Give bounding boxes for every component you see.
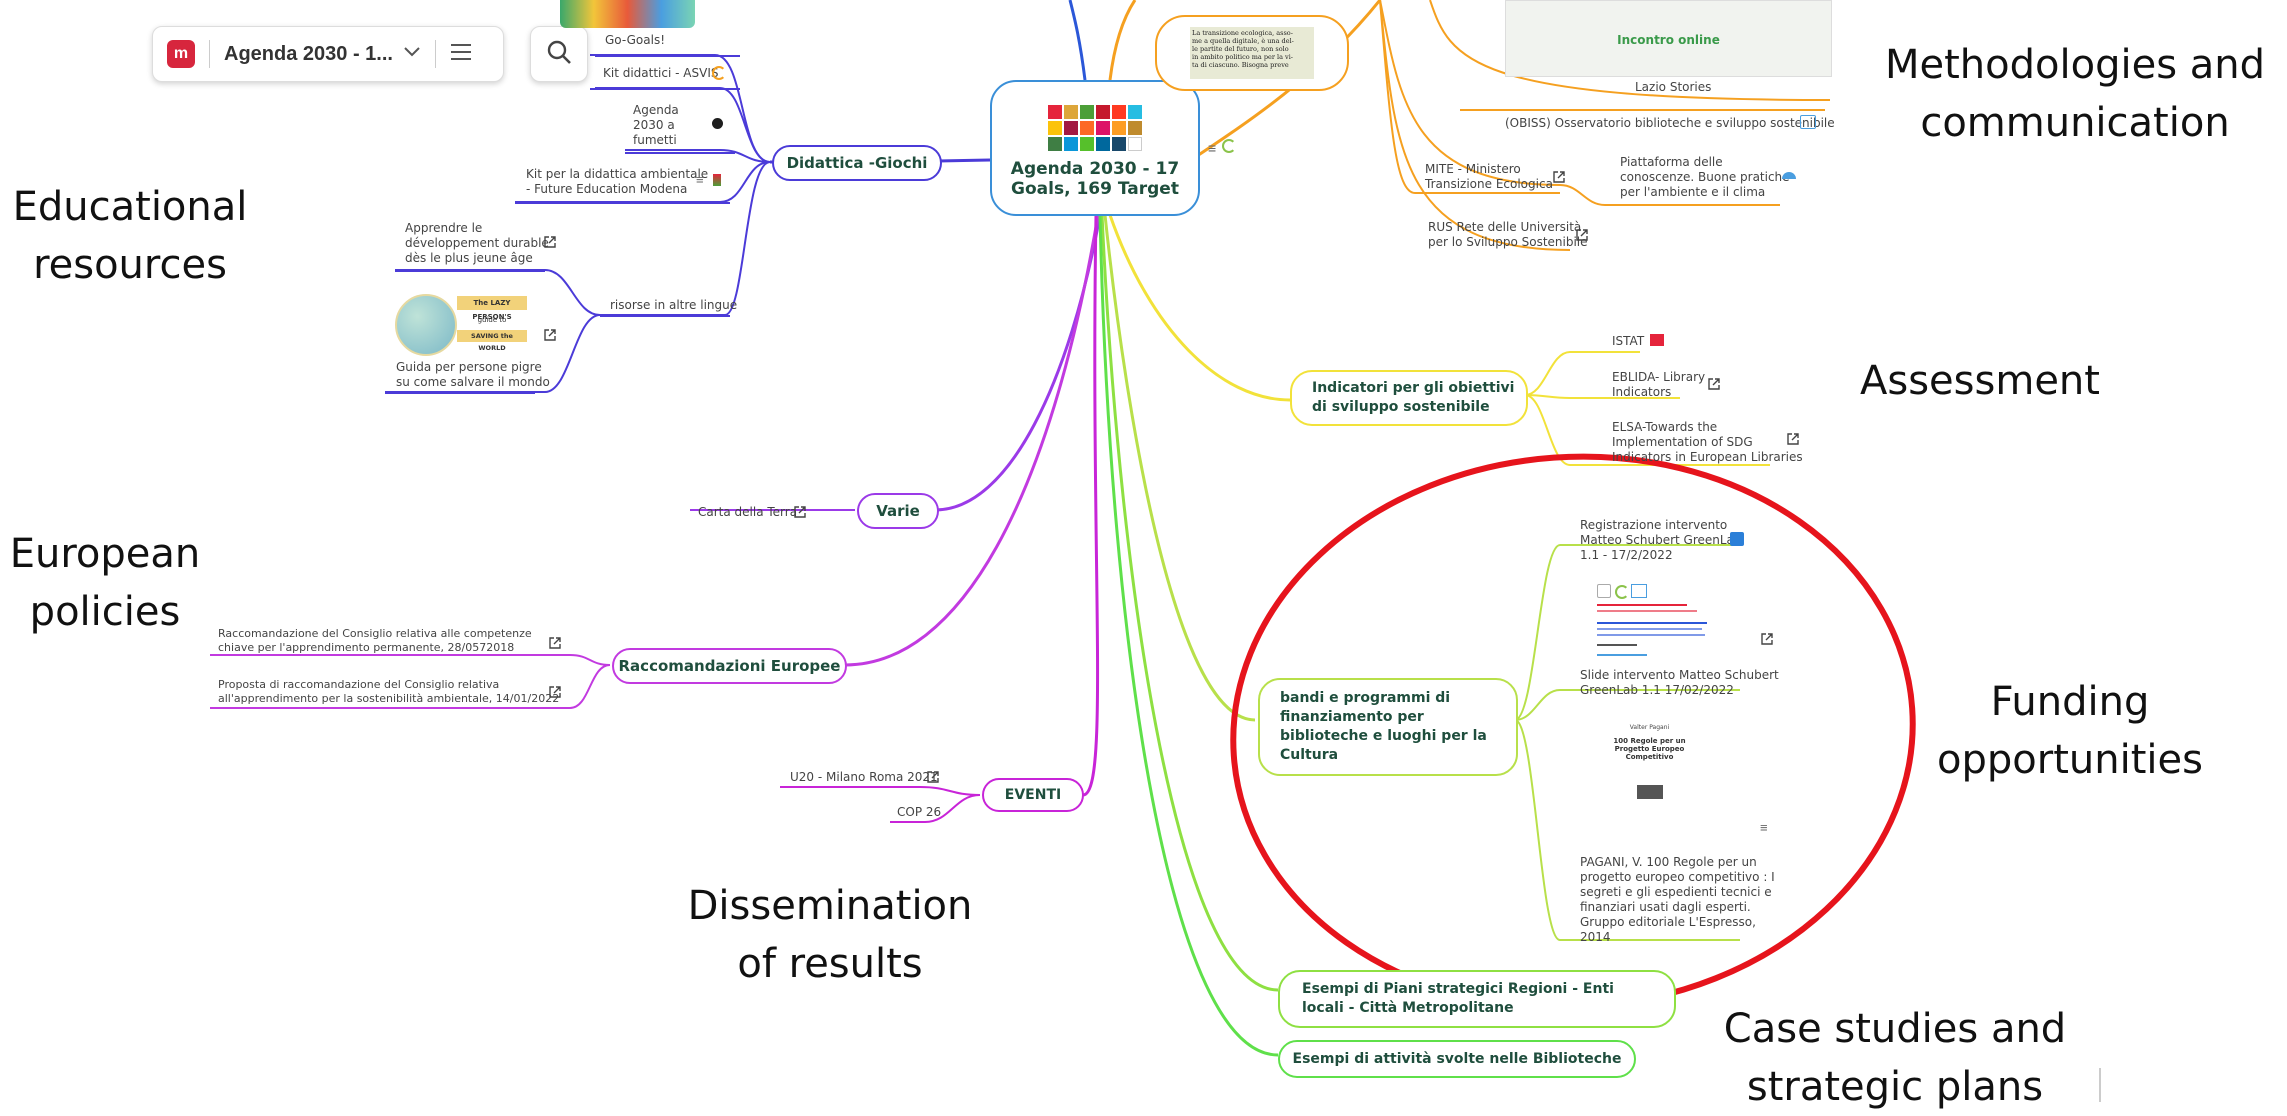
video-platform-icon: [1730, 532, 1744, 546]
external-link-icon[interactable]: [926, 770, 940, 784]
toolbar-divider: [209, 40, 210, 68]
globe-illustration: [395, 294, 457, 356]
leaf-underline: [595, 55, 740, 57]
map-toolbar: m Agenda 2030 - 1...: [152, 26, 504, 82]
external-link-icon[interactable]: [543, 328, 557, 342]
globe-icon: [712, 118, 723, 129]
topic-esempi-piani-strategici[interactable]: Esempi di Piani strategici Regioni - Ent…: [1278, 970, 1676, 1028]
central-topic-agenda-2030[interactable]: Agenda 2030 - 17 Goals, 169 Target: [990, 80, 1200, 216]
external-link-icon[interactable]: [1786, 432, 1800, 446]
topic-varie[interactable]: Varie: [857, 493, 939, 529]
chevron-down-icon[interactable]: [403, 45, 421, 63]
leaf-underline: [515, 202, 730, 204]
search-icon: [546, 39, 572, 70]
leaf-underline: [625, 152, 735, 154]
istat-logo-icon: [1650, 334, 1664, 346]
external-link-icon[interactable]: [1552, 170, 1566, 184]
note-icon[interactable]: ≡: [696, 172, 704, 187]
incontro-online-image[interactable]: Incontro online: [1505, 0, 1832, 77]
slide-thumbnail: [1597, 582, 1712, 667]
book-cover-thumbnail: Valter Pagani 100 Regole per un Progetto…: [1612, 722, 1687, 832]
search-button[interactable]: [530, 26, 588, 82]
topic-raccomandazioni-europee[interactable]: Raccomandazioni Europee: [612, 648, 847, 684]
leaf-underline: [600, 315, 730, 317]
external-link-icon[interactable]: [1575, 228, 1589, 242]
progress-ring-icon: [1222, 139, 1236, 153]
note-icon[interactable]: ≡: [1760, 820, 1768, 835]
app-logo-icon: m: [167, 40, 195, 68]
leaf-underline: [590, 88, 740, 90]
external-link-icon[interactable]: [548, 636, 562, 650]
hamburger-menu-icon[interactable]: [450, 43, 472, 66]
leaf-raccomandazione-competenze[interactable]: Raccomandazione del Consiglio relativa a…: [218, 627, 532, 654]
quote-snippet-node[interactable]: La transizione ecologica, asso-me a quel…: [1155, 15, 1349, 91]
external-link-icon[interactable]: [793, 505, 807, 519]
external-link-icon[interactable]: [1760, 632, 1774, 646]
leaf-proposta-raccomandazione[interactable]: Proposta di raccomandazione del Consigli…: [218, 678, 560, 705]
flag-icon: [713, 174, 721, 186]
external-link-icon[interactable]: [548, 685, 562, 699]
central-title-line1: Agenda 2030 - 17: [1010, 159, 1180, 179]
lazy-person-guide-image: The LAZY PERSON'S guide to SAVING the WO…: [395, 290, 530, 356]
central-title-line2: Goals, 169 Target: [1011, 179, 1179, 199]
cloud-icon: [1782, 172, 1796, 179]
leaf-go-goals[interactable]: Go-Goals!: [605, 33, 666, 47]
incontro-online-text: Incontro online: [1617, 33, 1720, 47]
asvis-logo-icon: [712, 66, 726, 80]
leaf-istat[interactable]: ISTAT: [1612, 334, 1645, 348]
leaf-risorse-altre-lingue[interactable]: risorse in altre lingue: [610, 298, 738, 312]
leaf-obiss[interactable]: (OBISS) Osservatorio biblioteche e svilu…: [1505, 116, 1835, 130]
toolbar-divider: [434, 40, 436, 68]
external-link-icon[interactable]: [1707, 377, 1721, 391]
leaf-kit-asvis[interactable]: Kit didattici - ASVIS: [603, 66, 719, 80]
topic-didattica-giochi[interactable]: Didattica -Giochi: [772, 145, 942, 181]
leaf-u20-milano-roma[interactable]: U20 - Milano Roma 2021: [790, 770, 938, 784]
topic-esempi-attivita-biblioteche[interactable]: Esempi di attività svolte nelle Bibliote…: [1278, 1040, 1636, 1078]
map-title-dropdown[interactable]: Agenda 2030 - 1...: [224, 42, 393, 65]
external-link-icon[interactable]: [543, 235, 557, 249]
leaf-underline: [395, 270, 545, 272]
leaf-cop-26[interactable]: COP 26: [897, 805, 942, 819]
quote-snippet-image: La transizione ecologica, asso-me a quel…: [1190, 27, 1314, 79]
annotation-assessment: Assessment: [1860, 358, 2100, 404]
topic-eventi[interactable]: EVENTI: [982, 778, 1084, 812]
leaf-lazio-stories[interactable]: Lazio Stories: [1635, 80, 1712, 94]
go-goals-thumbnail: [560, 0, 695, 28]
leaf-kit-didattica-ambientale[interactable]: Kit per la didattica ambientale- Future …: [526, 167, 709, 196]
note-icon[interactable]: ≡: [1208, 140, 1217, 156]
leaf-carta-della-terra[interactable]: Carta della Terra: [698, 505, 798, 519]
sdg-logo-grid: [1048, 105, 1142, 151]
leaf-underline: [385, 392, 535, 394]
obiss-logo-icon: [1800, 115, 1816, 129]
